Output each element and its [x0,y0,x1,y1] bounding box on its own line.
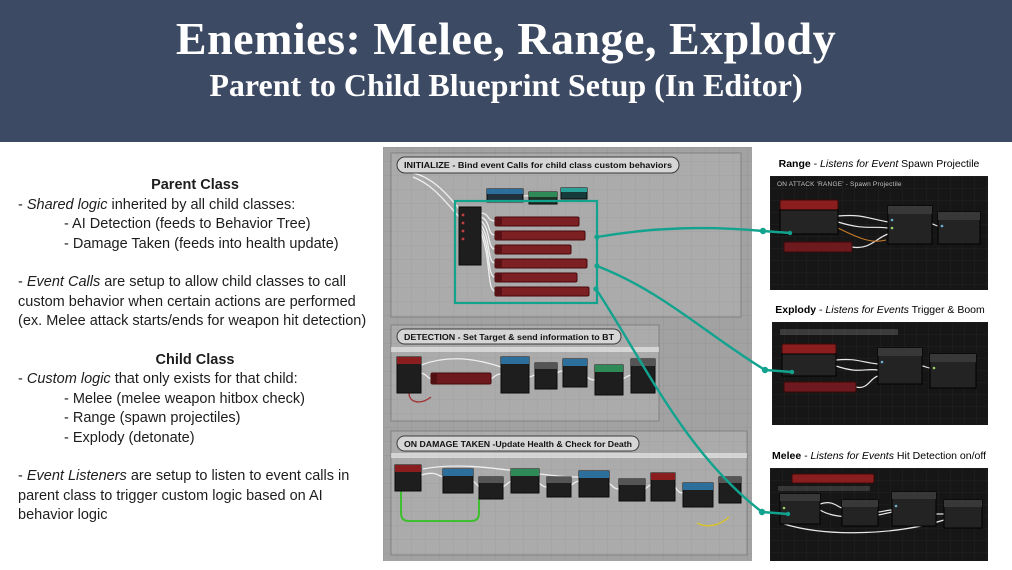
shared-item-damage-taken: - Damage Taken (feeds into health update… [64,235,339,252]
range-comment-text: ON ATTACK 'RANGE' - Spawn Projectile [777,181,902,188]
initialize-pill [396,156,680,174]
custom-item-range: - Range (spawn projectiles) [64,410,241,426]
damage-taken-section: ON DAMAGE TAKEN -Update Health & Check f… [390,430,748,556]
explody-comment-bar [780,329,898,335]
custom-item-explody: - Explody (detonate) [64,429,195,446]
melee-blueprint-svg [770,468,988,561]
range-panel-label: Range - Listens for Event Spawn Projecti… [778,158,980,170]
explody-blueprint-screenshot [772,322,988,425]
custom-logic-line: - Custom logic that only exists for that… [18,371,298,387]
custom-item-melee: - Melee (melee weapon hitbox check) [64,390,305,407]
parent-class-blueprint-screenshot: INITIALIZE - Bind event Calls for child … [383,147,752,561]
green-exec-wire [400,491,480,522]
page-subtitle: Parent to Child Blueprint Setup (In Edit… [209,67,803,103]
child-class-heading: Child Class [155,351,235,368]
shared-logic-line: - Shared logic inherited by all child cl… [18,196,296,213]
melee-blueprint-screenshot [770,468,988,561]
event-call-nodes [494,216,590,297]
blueprint-graph-svg: INITIALIZE - Bind event Calls for child … [383,147,752,561]
damage-taken-section-label: ON DAMAGE TAKEN -Update Health & Check f… [404,440,632,449]
page-title: Enemies: Melee, Range, Explody [175,13,837,64]
event-calls-paragraph: - Event Calls are setup to allow child c… [18,274,367,329]
detection-section-label: DETECTION - Set Target & send informatio… [404,333,614,342]
detection-section: DETECTION - Set Target & send informatio… [390,324,660,422]
shared-item-ai-detection: - AI Detection (feeds to Behavior Tree) [64,216,311,232]
left-text-panel: Parent Class - Shared logic inherited by… [18,176,372,526]
yellow-wire [696,516,730,527]
range-blueprint-screenshot [770,176,988,290]
explody-panel-label: Explody - Listens for Events Trigger & B… [775,304,985,316]
range-blueprint-svg [770,176,988,290]
melee-panel-label: Melee - Listens for Events Hit Detection… [771,450,987,462]
explody-blueprint-svg [772,322,988,425]
initialize-wires [412,172,554,292]
melee-comment-bar [778,486,870,491]
parent-class-heading: Parent Class [151,177,239,193]
initialize-section: INITIALIZE - Bind event Calls for child … [390,152,742,318]
event-listeners-paragraph: - Event Listeners are setup to listen to… [18,468,350,523]
slide-header: Enemies: Melee, Range, Explody Parent to… [0,0,1012,142]
initialize-section-label: INITIALIZE - Bind event Calls for child … [404,161,673,170]
selection-highlight [453,199,599,305]
